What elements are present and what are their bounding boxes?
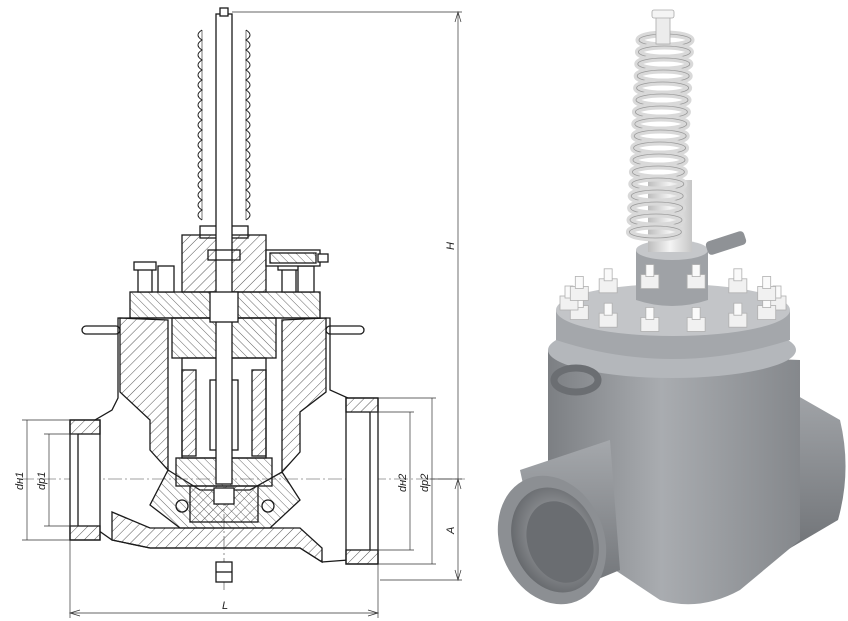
cover-bolt	[757, 295, 777, 320]
spring-coil-edge	[629, 225, 682, 239]
dimension-labels: H A L dн1 dр1 dн2 dр2	[14, 242, 457, 612]
cover-bolt	[640, 307, 660, 332]
cover-bolt	[598, 268, 618, 294]
render-inlet-pipe	[497, 440, 620, 605]
inlet-stub	[69, 419, 101, 541]
label-dp2: dр2	[419, 474, 431, 492]
render-side-fitting	[705, 231, 747, 255]
label-dn2: dн2	[397, 474, 409, 492]
label-A: A	[445, 527, 457, 535]
label-dn1: dн1	[14, 472, 26, 490]
cover-bolt	[569, 276, 589, 301]
spring-coils	[197, 29, 251, 221]
cover-bolt	[686, 264, 706, 289]
cover-bolt	[728, 302, 748, 328]
label-L: L	[222, 600, 228, 612]
cover-bolt	[640, 264, 660, 289]
cover-bolt	[728, 268, 748, 294]
cover-bolt	[598, 302, 618, 328]
label-dp1: dр1	[36, 472, 48, 490]
valve-stem	[207, 7, 241, 485]
render-spring	[625, 9, 695, 252]
side-fitting	[265, 249, 329, 267]
label-H: H	[445, 242, 457, 250]
outlet-stub	[345, 397, 379, 565]
render-bonnet	[636, 250, 708, 306]
valve-3d-render	[497, 9, 846, 605]
dimension-lines	[22, 10, 462, 618]
drain-plug	[215, 561, 233, 583]
render-cover-bolts	[559, 264, 787, 332]
sectional-drawing	[20, 7, 465, 590]
cover-bolt	[686, 307, 706, 332]
cover-bolt	[757, 276, 777, 301]
render-lifting-lug	[550, 364, 602, 396]
lifting-lugs	[81, 325, 365, 335]
